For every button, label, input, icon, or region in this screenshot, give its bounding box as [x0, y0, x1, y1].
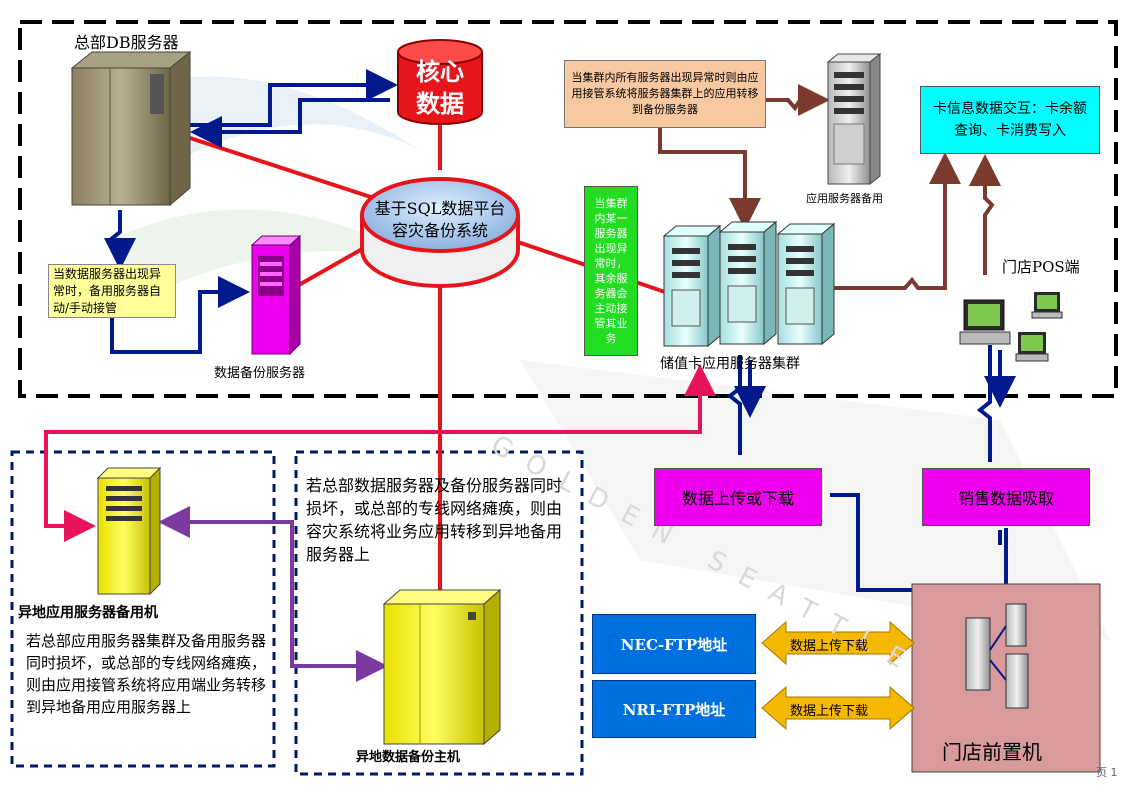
sales-data-box: 销售数据吸取 — [922, 468, 1090, 526]
core-data-line-1: 核心 — [416, 58, 464, 86]
brown-links — [658, 84, 1001, 290]
hq-region — [18, 20, 1118, 398]
offsite-data-host-icon — [382, 588, 502, 746]
offsite-app-server-icon — [96, 466, 162, 596]
watermark-logo — [70, 76, 1110, 640]
db-backup-server-icon — [250, 234, 302, 356]
dr-system-line-2: 容灾备份系统 — [391, 221, 488, 240]
nri-ftp-text: NRI-FTP地址 — [622, 700, 726, 719]
dr-system-label: 基于SQL数据平台 容灾备份系统 — [362, 198, 518, 242]
dr-system-disc-icon — [360, 177, 520, 288]
cluster-takeover-note: 当集群内所有服务器出现异常时则由应用接管系统将服务器集群上的应用转移到备份服务器 — [564, 60, 766, 128]
pink-link — [44, 385, 702, 542]
transfer-label-2: 数据上传下载 — [790, 704, 869, 719]
app-backup-server-icon — [826, 52, 882, 186]
cluster-takeover-text: 当集群内所有服务器出现异常时则由应用接管系统将服务器集群上的应用转移到备份服务器 — [571, 71, 759, 116]
card-info-text: 卡信息数据交互：卡余额查询、卡消费写入 — [933, 101, 1087, 139]
offsite-app-note: 若总部应用服务器集群及备用服务器同时损坏，或总部的专线网络瘫痪，则由应用接管系统… — [26, 632, 267, 716]
app-cluster-label: 储值卡应用服务器集群 — [660, 356, 800, 372]
transfer-arrow-1 — [761, 620, 915, 666]
sales-data-text: 销售数据吸取 — [957, 489, 1054, 508]
cluster-member-text: 当集群内某一服务器出现异常时，其余服务器会主动接管其业务 — [594, 197, 628, 345]
app-cluster-icon — [662, 220, 836, 348]
offsite-data-host-label: 异地数据备份主机 — [356, 750, 461, 765]
store-front-label: 门店前置机 — [942, 740, 1042, 764]
upload-download-text: 数据上传或下载 — [681, 489, 794, 508]
dr-system-line-1: 基于SQL数据平台 — [374, 199, 506, 218]
upload-download-box: 数据上传或下载 — [654, 468, 822, 526]
page-number: 页 1 — [1096, 766, 1118, 779]
nri-ftp-box: NRI-FTP地址 — [592, 680, 756, 738]
cluster-member-note: 当集群内某一服务器出现异常时，其余服务器会主动接管其业务 — [584, 186, 638, 356]
core-data-label: 核心 数据 — [402, 56, 478, 120]
transfer-label-1: 数据上传下载 — [790, 639, 869, 654]
nec-ftp-box: NEC-FTP地址 — [592, 614, 756, 674]
blue-links — [104, 69, 1022, 655]
offsite-app-label: 异地应用服务器备用机 — [18, 605, 158, 621]
hq-db-server-icon — [70, 50, 192, 207]
offsite-data-note: 若总部数据服务器及备份服务器同时损坏，或总部的专线网络瘫痪，则由容灾系统将业务应… — [306, 476, 563, 564]
db-takeover-note: 当数据服务器出现异常时，备用服务器自动/手动接管 — [48, 264, 176, 318]
nec-ftp-text: NEC-FTP地址 — [620, 635, 728, 654]
core-data-cylinder-icon — [397, 39, 483, 125]
db-backup-server-label: 数据备份服务器 — [214, 366, 306, 381]
card-info-note: 卡信息数据交互：卡余额查询、卡消费写入 — [920, 86, 1100, 154]
db-takeover-text: 当数据服务器出现异常时，备用服务器自动/手动接管 — [53, 266, 162, 315]
pos-terminal-icon — [959, 292, 1063, 362]
core-data-line-2: 数据 — [416, 90, 464, 118]
transfer-arrow-2 — [761, 685, 915, 731]
store-front-servers-icon — [965, 603, 1029, 709]
hq-db-server-label: 总部DB服务器 — [74, 33, 179, 52]
app-backup-server-label: 应用服务器备用 — [806, 192, 883, 205]
offsite-app-region — [10, 450, 276, 768]
pos-label: 门店POS端 — [1002, 258, 1080, 276]
